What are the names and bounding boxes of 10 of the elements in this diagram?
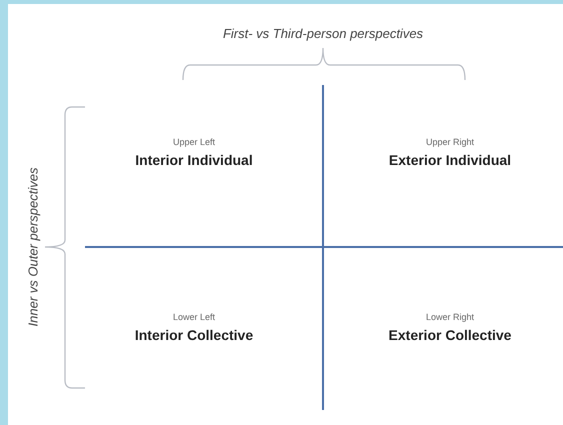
quadrant-title: Exterior Collective: [388, 326, 512, 344]
quadrant-subtitle: Upper Right: [426, 136, 474, 149]
quadrant-subtitle: Lower Right: [426, 311, 474, 324]
axis-title: Inner vs Outer perspectives: [24, 168, 42, 326]
quadrant-title: Exterior Individual: [388, 150, 512, 170]
quadrant-title: Interior Individual: [135, 150, 253, 170]
axis-title: First- vs Third-person perspectives: [222, 25, 424, 43]
quadrant-title: Interior Collective: [134, 326, 254, 344]
quadrant-subtitle: Upper Left: [172, 136, 216, 149]
quadrant-subtitle: Lower Left: [172, 311, 216, 324]
